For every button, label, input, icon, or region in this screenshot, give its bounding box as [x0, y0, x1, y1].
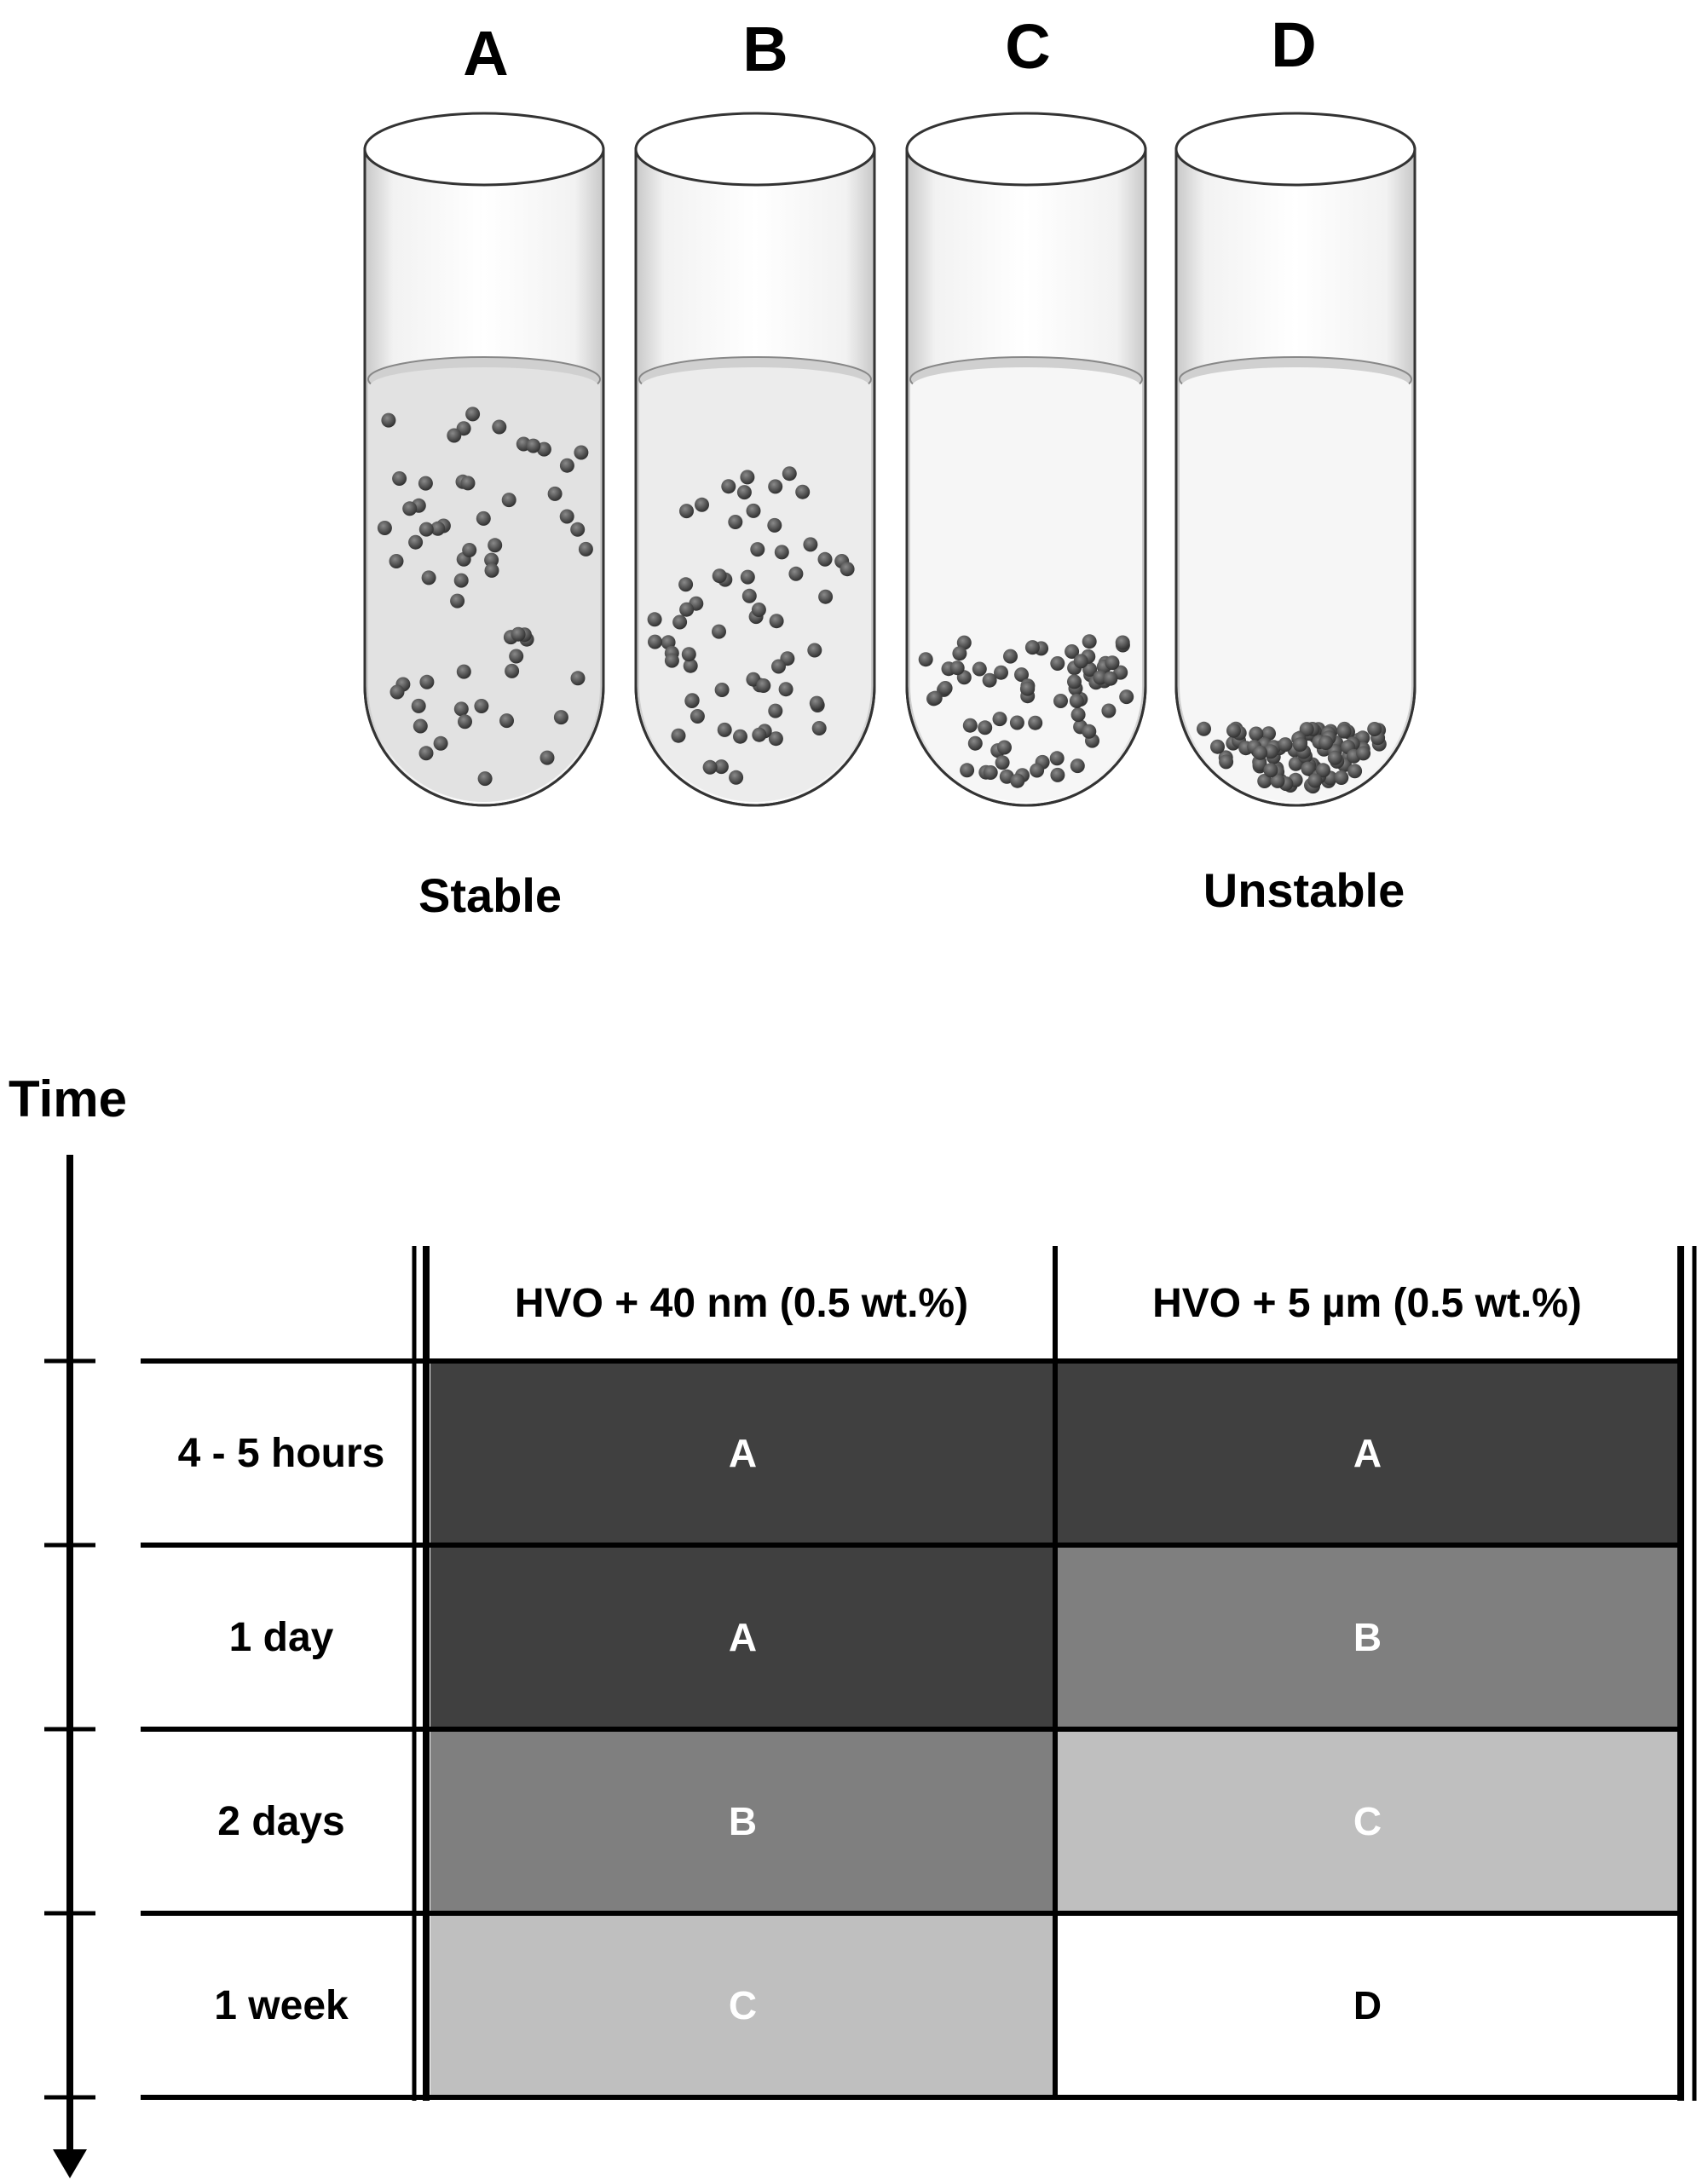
tube-caption-stable: Stable [418, 868, 563, 922]
tube-letter-c: C [1005, 11, 1051, 82]
column-header-5um: HVO + 5 µm (0.5 wt.%) [1152, 1281, 1582, 1326]
particles-d [1197, 721, 1387, 794]
row-label-2-days: 2 days [217, 1798, 345, 1844]
test-tube-a [363, 112, 605, 807]
test-tube-c [905, 112, 1147, 807]
tube-caption-unstable: Unstable [1203, 863, 1405, 917]
test-tube-d [1174, 112, 1417, 807]
row-label-1-week: 1 week [214, 1982, 349, 2028]
cell-1-week-5um: D [1055, 1913, 1680, 2097]
cell-2-days-5um: C [1055, 1729, 1680, 1913]
test-tubes-illustration [363, 112, 1417, 807]
cell-2-days-40nm: B [430, 1729, 1055, 1913]
particles-a [377, 407, 593, 787]
cell-4-5-hours-5um: A [1055, 1361, 1680, 1545]
row-label-1-day: 1 day [228, 1614, 334, 1660]
cell-1-day-5um: B [1055, 1545, 1680, 1729]
time-axis-label: Time [9, 1070, 127, 1127]
cell-4-5-hours-40nm: A [430, 1361, 1055, 1545]
particles-b [647, 466, 855, 785]
tube-letter-a: A [463, 18, 509, 89]
tube-letter-d: D [1271, 9, 1317, 80]
row-label-4-5-hours: 4 - 5 hours [177, 1430, 385, 1476]
particles-c [918, 634, 1134, 788]
column-header-40nm: HVO + 40 nm (0.5 wt.%) [514, 1281, 969, 1326]
cell-1-day-40nm: A [430, 1545, 1055, 1729]
test-tube-b [634, 112, 876, 807]
cell-1-week-40nm: C [430, 1913, 1055, 2097]
tube-letter-b: B [742, 14, 788, 84]
